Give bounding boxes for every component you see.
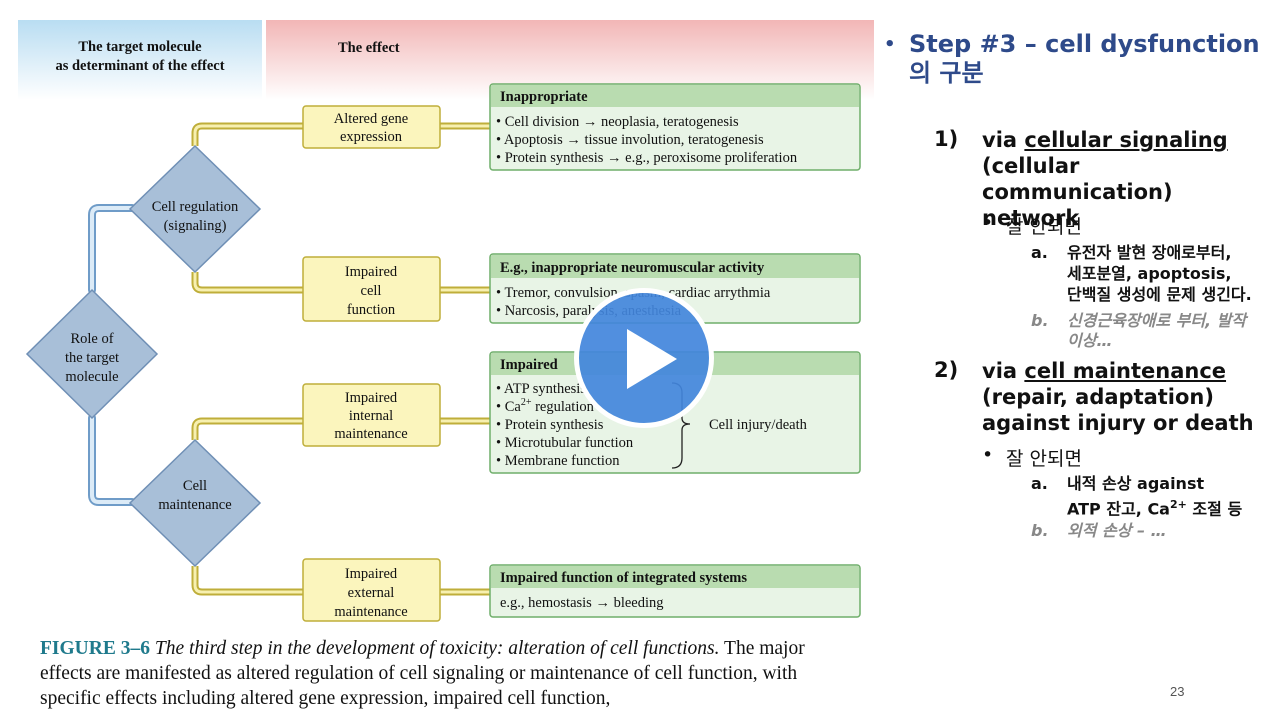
box-external-line1: Impaired [345,566,398,582]
caption-body: The major effects are manifested as alte… [40,638,805,709]
item1-a-line2: 세포분열, apoptosis, [1067,264,1232,283]
diamond-regulation-line1: Cell regulation [152,199,239,215]
green-box-inappropriate-header [491,85,859,107]
item1-sub-bullet: • [982,212,994,234]
diamond-role-of-target [25,288,159,420]
box-internal-line1: Impaired [345,390,398,406]
page-number: 23 [1170,684,1185,699]
title-bullet: • [884,34,896,55]
box-impaired-cell-function [302,256,441,322]
green-inappropriate-item: • Cell division → neoplasia, teratogenes… [496,114,739,130]
item1-number: 1) [934,127,959,151]
green-impaired-item: • Membrane function [496,453,620,469]
green-box-integrated-header [491,566,859,588]
item2-link: cell maintenance [1024,359,1227,383]
box-impaired-cell-line3: function [347,302,396,318]
item1-b-line1: 신경근육장애로 부터, 발작 [1067,311,1247,330]
item2-text: via cell maintenance (repair, adaptation… [982,358,1274,436]
item1-sub: 잘 안되면 [1006,216,1082,238]
item2-sub-bullet: • [982,444,994,466]
box-impaired-internal-maintenance [302,383,441,447]
header-target-molecule [18,20,262,100]
item2-a-line1: 내적 손상 against [1067,474,1205,493]
diamond-regulation-line2: (signaling) [164,218,227,234]
ca-label: • Ca [496,399,521,415]
box-external-line2: external [348,585,395,601]
item1-text: via cellular signaling (cellular communi… [982,127,1274,231]
green-integrated-title: Impaired function of integrated systems [500,570,747,586]
green-neuromuscular-title: E.g., inappropriate neuromuscular activi… [500,260,765,276]
slide-title: • Step #3 – cell dysfunction의 구분 [884,30,1274,90]
green-inappropriate-title: Inappropriate [500,89,588,105]
green-inappropriate-item: • Apoptosis → tissue involution, teratog… [496,132,764,148]
diamond-role-line1: Role of [70,331,113,347]
item1-a-line3: 단백질 생성에 문제 생긴다. [1067,285,1252,304]
item2-sub: 잘 안되면 [1006,448,1082,470]
box-gene-line1: Altered gene [334,111,408,127]
item2-a-label: a. [1031,474,1048,493]
play-icon [627,329,677,389]
green-box-neuromuscular-header [491,255,859,278]
box-gene-line2: expression [340,129,403,145]
item1-b-label: b. [1031,311,1049,330]
green-impaired-title: Impaired [500,357,558,373]
green-impaired-item: • Protein synthesis [496,417,604,433]
box-external-line3: maintenance [334,604,407,620]
caption-italic: The third step in the development of tox… [154,638,720,659]
yellow-connectors [191,122,490,596]
diamond-cell-regulation [128,144,262,274]
green-inappropriate-item: • Protein synthesis → e.g., peroxisome p… [496,150,798,166]
item1-via: via [982,128,1025,152]
item2-a-sup: 2+ [1169,498,1187,511]
play-button[interactable] [574,288,714,428]
green-integrated-item: e.g., hemostasis → bleeding [500,595,664,611]
item2-b-label: b. [1031,521,1049,540]
item2-rest: (repair, adaptation) against injury or d… [982,385,1254,435]
header-target-line2: as determinant of the effect [55,58,224,74]
box-altered-gene-expression [302,105,441,149]
green-impaired-item: • Microtubular function [496,435,634,451]
figure-label: FIGURE 3–6 [40,638,150,659]
diamond-role-line3: molecule [65,369,118,385]
box-internal-line2: internal [349,408,393,424]
diamond-cell-maintenance [128,438,262,568]
figure-caption: FIGURE 3–6 The third step in the develop… [40,636,860,711]
item1-a-label: a. [1031,243,1048,262]
ca-superscript: 2+ [521,397,532,408]
item2-number: 2) [934,358,959,382]
green-impaired-item-ca: • Ca2+ regulation [496,397,595,415]
diamond-role-line2: the target [65,350,119,366]
diamond-maintenance-line1: Cell [183,478,207,494]
bracket-label: Cell injury/death [709,417,808,433]
item1-a-line1: 유전자 발현 장애로부터, [1067,243,1232,262]
toxicity-diagram: The target molecule as determinant of th… [18,20,874,622]
item2-a-post: 조절 등 [1186,499,1243,519]
box-impaired-external-maintenance [302,558,441,622]
header-target-line1: The target molecule [78,39,202,55]
item1-rest: (cellular communication) network [982,154,1173,230]
item1-link: cellular signaling [1024,128,1228,152]
green-impaired-item: • ATP synthesis [496,381,586,397]
blue-connectors [88,204,136,506]
header-effect-label: The effect [338,40,400,56]
box-impaired-cell-line1: Impaired [345,264,398,280]
item2-a-pre: ATP 잔고, Ca [1067,499,1170,519]
diamond-maintenance-line2: maintenance [158,497,231,513]
item2-a-line2: ATP 잔고, Ca2+ 조절 등 [1067,494,1242,520]
ca-rest: regulation [531,399,594,415]
item2-b-text: 외적 손상 – … [1067,521,1167,540]
title-text: Step #3 – cell dysfunction의 구분 [909,30,1260,87]
box-internal-line3: maintenance [334,426,407,442]
box-impaired-cell-line2: cell [361,283,382,299]
item1-b-line2: 이상… [1067,331,1113,350]
item2-via: via [982,359,1025,383]
